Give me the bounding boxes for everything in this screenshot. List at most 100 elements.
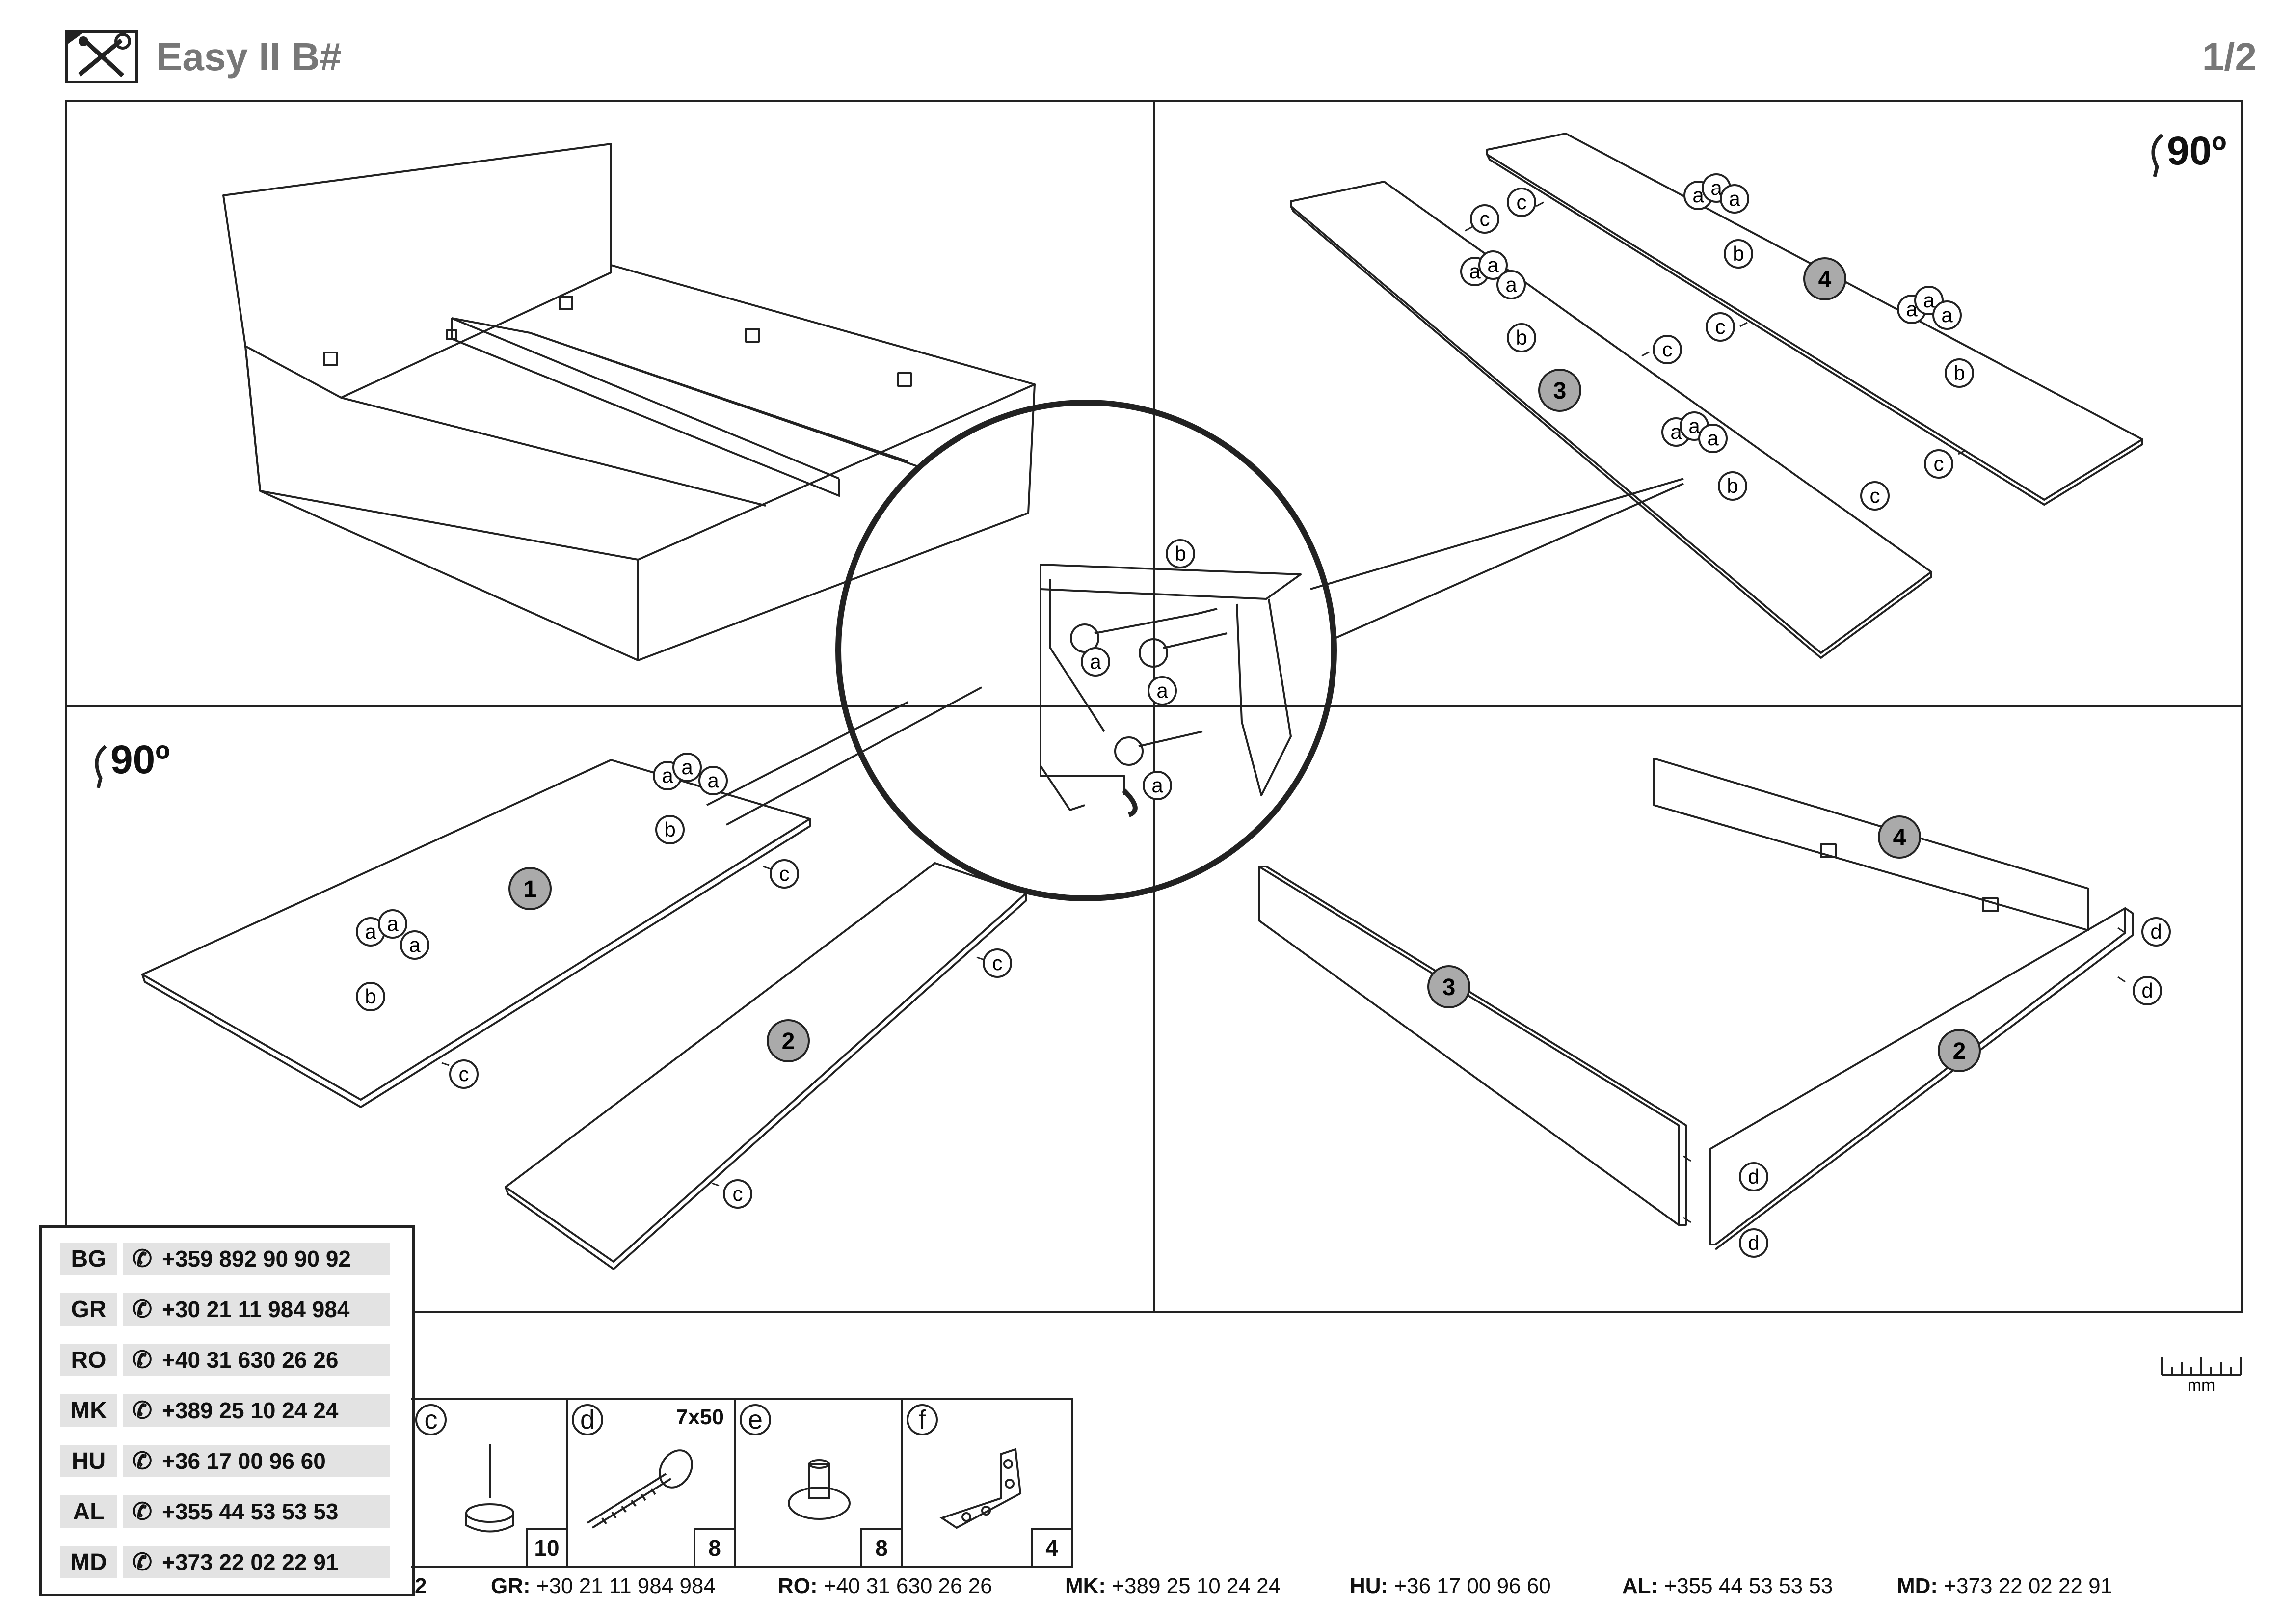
- frame-divider-horizontal: [65, 705, 2243, 707]
- svg-text:a: a: [409, 933, 421, 956]
- phone-icon: ✆: [132, 1246, 153, 1272]
- marker-a: a: [1496, 270, 1526, 299]
- svg-text:c: c: [459, 1062, 469, 1085]
- country-code: GR: [60, 1293, 117, 1326]
- marker-b: b: [1718, 471, 1747, 501]
- svg-text:c: c: [779, 862, 790, 885]
- phone-number: +36 17 00 96 60: [162, 1448, 326, 1474]
- marker-c: c: [1860, 481, 1890, 511]
- phone-number: +30 21 11 984 984: [162, 1297, 350, 1322]
- step-1-bed-frame: [222, 143, 1036, 661]
- marker-a: a: [1720, 184, 1749, 214]
- svg-text:a: a: [1090, 650, 1101, 673]
- svg-text:a: a: [1707, 427, 1719, 450]
- svg-text:c: c: [1480, 207, 1490, 230]
- marker-d: d: [2133, 976, 2162, 1005]
- part-f: f 4: [903, 1400, 1071, 1566]
- phone-row-hu: HU✆+36 17 00 96 60: [60, 1445, 390, 1477]
- marker-a: a: [356, 917, 385, 947]
- svg-text:d: d: [1748, 1231, 1759, 1254]
- marker-d: d: [1739, 1162, 1768, 1191]
- phone-row-gr: GR✆+30 21 11 984 984: [60, 1293, 390, 1326]
- svg-text:b: b: [664, 818, 675, 841]
- svg-text:d: d: [2150, 920, 2162, 943]
- marker-a: a: [1932, 300, 1962, 330]
- panel-number-badges: 1 2 2 3 3 4 4: [508, 257, 1981, 1072]
- footer-contacts: 2 GR: +30 21 11 984 984 RO: +40 31 630 2…: [415, 1574, 2133, 1603]
- marker-a: a: [1143, 771, 1172, 800]
- svg-text:a: a: [1923, 289, 1935, 312]
- svg-text:3: 3: [1442, 974, 1456, 1001]
- svg-text:1: 1: [524, 876, 537, 902]
- svg-text:c: c: [1715, 315, 1726, 338]
- phone-icon: ✆: [132, 1448, 153, 1474]
- footer-contact-gr: GR: +30 21 11 984 984: [491, 1574, 716, 1598]
- svg-text:a: a: [1156, 679, 1168, 702]
- phone-row-md: MD✆+373 22 02 22 91: [60, 1546, 390, 1578]
- phone-icon: ✆: [132, 1347, 153, 1373]
- footer-contact-hu: HU: +36 17 00 96 60: [1350, 1574, 1551, 1598]
- svg-text:a: a: [707, 769, 719, 792]
- rotate-90-arrows: [95, 134, 2163, 788]
- svg-text:a: a: [365, 920, 376, 943]
- marker-a: a: [400, 930, 429, 960]
- phone-number: +389 25 10 24 24: [162, 1398, 339, 1423]
- step-3-panels: [141, 759, 1027, 1270]
- step-2-side-rails: [1290, 133, 2143, 659]
- marker-c: c: [1706, 312, 1735, 342]
- detail-zoom: [706, 400, 1684, 901]
- svg-text:a: a: [1941, 303, 1953, 326]
- marker-c: c: [1924, 449, 1953, 479]
- step-4-assembly: [1258, 758, 2134, 1250]
- marker-a: a: [378, 909, 407, 939]
- marker-b: b: [1166, 539, 1195, 568]
- svg-text:b: b: [1516, 326, 1527, 349]
- phone-number: +373 22 02 22 91: [162, 1549, 339, 1575]
- dowel-foot-icon: [788, 1459, 851, 1520]
- svg-text:a: a: [1688, 414, 1700, 437]
- part-e: e 8: [736, 1400, 903, 1566]
- svg-text:3: 3: [1553, 378, 1567, 404]
- page-number: 1/2: [2202, 35, 2257, 79]
- screw-icon: [587, 1449, 693, 1529]
- document-title: Easy II B#: [156, 35, 342, 79]
- svg-text:a: a: [662, 764, 673, 787]
- marker-c: c: [1653, 335, 1682, 364]
- svg-text:2: 2: [782, 1029, 795, 1055]
- ruler-icon: mm: [2160, 1353, 2243, 1395]
- rotate-90-label-bottom: 90º: [110, 737, 170, 782]
- marker-b: b: [1507, 323, 1536, 352]
- badge-1: 1: [508, 867, 552, 910]
- country-code: MK: [60, 1394, 117, 1427]
- badge-2b: 2: [1938, 1029, 1981, 1072]
- part-c: c 10: [411, 1400, 568, 1566]
- phone-icon: ✆: [132, 1398, 153, 1424]
- marker-b: b: [1945, 358, 1974, 388]
- svg-text:a: a: [1487, 253, 1499, 276]
- marker-d: d: [1739, 1228, 1768, 1258]
- support-phone-table: BG✆+359 892 90 90 92 GR✆+30 21 11 984 98…: [39, 1225, 415, 1596]
- svg-text:b: b: [1727, 474, 1738, 497]
- marker-b: b: [655, 815, 685, 844]
- rotate-90-label-top: 90º: [2167, 129, 2226, 173]
- svg-text:a: a: [1729, 187, 1740, 210]
- svg-text:c: c: [1870, 484, 1880, 507]
- phone-row-mk: MK ✆ +389 25 10 24 24: [60, 1394, 390, 1427]
- marker-a: a: [1148, 676, 1177, 705]
- footer-contact: 2: [415, 1574, 427, 1598]
- badge-2: 2: [767, 1019, 810, 1062]
- phone-row-al: AL✆+355 44 53 53 53: [60, 1495, 390, 1528]
- svg-text:a: a: [681, 756, 693, 779]
- marker-b: b: [1724, 239, 1753, 269]
- country-code: RO: [60, 1344, 117, 1376]
- badge-4: 4: [1803, 257, 1846, 300]
- phone-number: +40 31 630 26 26: [162, 1347, 339, 1373]
- svg-text:4: 4: [1818, 267, 1832, 293]
- svg-text:b: b: [365, 985, 376, 1008]
- country-code: BG: [60, 1243, 117, 1275]
- svg-text:c: c: [992, 951, 1003, 974]
- marker-c: c: [723, 1179, 752, 1209]
- marker-a: a: [672, 753, 702, 782]
